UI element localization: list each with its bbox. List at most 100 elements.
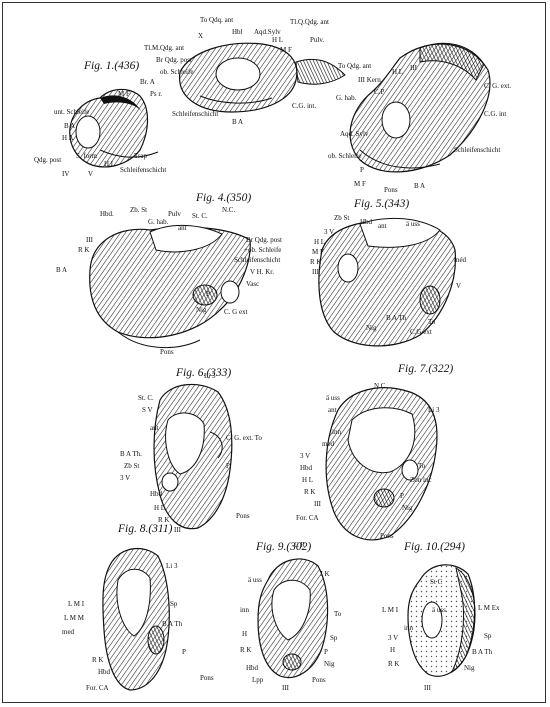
label: 3 V [324, 228, 335, 236]
label: inn [240, 606, 249, 614]
label: P [360, 166, 364, 174]
label: méd [454, 256, 467, 264]
label: III [312, 268, 319, 276]
label: To [418, 462, 426, 470]
label: inn [404, 624, 413, 632]
label: Zb St [334, 214, 350, 222]
label: Nig [464, 664, 475, 672]
label: Pons [236, 512, 250, 520]
fig7-drawing [325, 387, 438, 541]
label: V [456, 282, 462, 290]
label: Li 3 [204, 372, 216, 380]
label: Li 3 [166, 562, 178, 570]
label: P [400, 492, 404, 500]
label: R K [388, 660, 400, 668]
fig10-title: Fig. 10.(294) [404, 541, 466, 553]
label: Br Qdg. post [246, 236, 282, 244]
fig6-title: Fig. 6.(333) [176, 367, 232, 379]
label: Hbd [246, 664, 259, 672]
label: Schleifenschicht [172, 110, 219, 118]
label: ä uss [326, 394, 340, 402]
label: III [314, 500, 321, 508]
fig6-drawing [153, 383, 233, 530]
label: H L [272, 36, 284, 44]
label: Hbd [360, 218, 373, 226]
label: Hbd [150, 490, 163, 498]
label: ä uss [406, 220, 420, 228]
label: Zb. St [130, 206, 148, 214]
label: III [424, 684, 431, 692]
label: R K [304, 488, 316, 496]
label: To Qdq. ant [200, 16, 234, 24]
label: P [206, 290, 210, 298]
label: N.C. [222, 206, 236, 214]
label: B A Th [386, 314, 407, 322]
label: B A [56, 266, 68, 274]
label: Br. A [140, 78, 155, 86]
label: B A [64, 122, 76, 130]
label: G. hab. [336, 94, 357, 102]
label: Pons [160, 348, 174, 356]
label: 3 V [120, 474, 131, 482]
label: P [324, 648, 328, 656]
label: Hbd [300, 464, 313, 472]
label: St. C. [138, 394, 154, 402]
fig9-title: Fig. 9.(302) [256, 541, 312, 553]
label: Li 3 [428, 406, 440, 414]
label: C.G ext [410, 328, 432, 336]
label: C. G ext [224, 308, 248, 316]
label: Schleifenschicht [454, 146, 501, 154]
label: M F [354, 180, 366, 188]
label: Schleifenschicht [234, 256, 281, 264]
label: Vasc [246, 280, 260, 288]
label: L M M [64, 614, 84, 622]
label: H [390, 646, 396, 654]
label: B A Th [162, 620, 183, 628]
label: B A [232, 118, 244, 126]
label: Ps r. [150, 90, 163, 98]
label: Nig [366, 324, 377, 332]
label: P [226, 462, 230, 470]
label: ant [178, 224, 187, 232]
fig2-drawing [179, 42, 346, 113]
label: ant [150, 424, 159, 432]
label: For. CA [296, 514, 319, 522]
fig1-drawing [69, 88, 159, 168]
fig5-drawing [318, 217, 457, 347]
fig1-title: Fig. 1.(436) [84, 60, 140, 72]
label: R K [240, 646, 252, 654]
label: +ob. Schleife [244, 246, 282, 254]
label: M F [280, 46, 292, 54]
label: B A Th. [120, 450, 142, 458]
label: Hbl [232, 28, 243, 36]
label: St C [430, 578, 443, 586]
label: III [282, 684, 289, 692]
label: med [322, 440, 335, 448]
fig3-drawing [349, 42, 491, 173]
label: III Kern [358, 76, 381, 84]
label: J K [320, 570, 330, 578]
label: Pulv [168, 210, 181, 218]
label: S. form [76, 152, 97, 160]
label: ä uss [432, 606, 446, 614]
label: Lpp [252, 676, 264, 684]
fig7-title: Fig. 7.(322) [398, 363, 454, 375]
label: H L [314, 238, 326, 246]
label: Pons [384, 186, 398, 194]
label: ant [328, 406, 337, 414]
label: R K [92, 656, 104, 664]
fig4-drawing [89, 224, 251, 349]
label: Aqd. Sylv [340, 130, 369, 138]
label: V [88, 170, 94, 178]
label: IV [62, 170, 70, 178]
label: ant [378, 222, 387, 230]
label: R K [310, 258, 322, 266]
label: Hbd. [100, 210, 114, 218]
label: Pons [312, 676, 326, 684]
label: St. C. [192, 212, 208, 220]
label: Br Qdg. post [156, 56, 192, 64]
label: C.P [374, 88, 385, 96]
fig4-title: Fig. 4.(350) [196, 192, 252, 204]
label: Sp [484, 632, 492, 640]
label: 3 V [300, 452, 311, 460]
